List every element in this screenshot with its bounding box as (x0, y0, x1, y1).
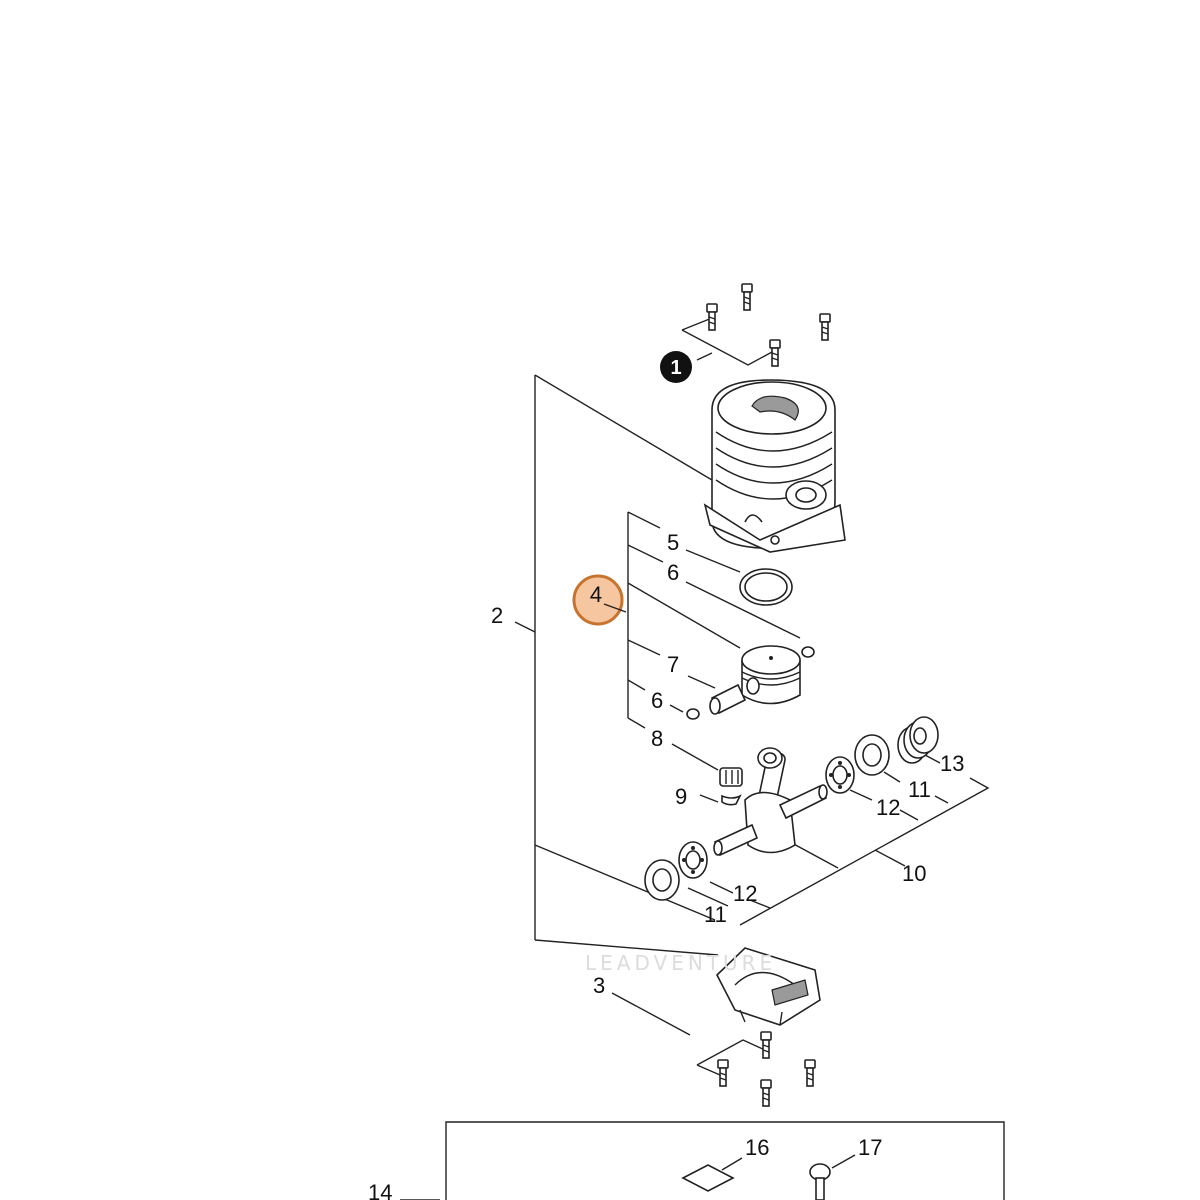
circlip-top (801, 646, 815, 658)
callout-7: 7 (667, 652, 679, 677)
bracket-10 (687, 754, 990, 926)
seal-upper-11 (854, 734, 890, 776)
woodruff-key (721, 794, 742, 806)
callout-6-bottom: 6 (651, 688, 663, 713)
bracket-2 (514, 374, 719, 956)
callout-13: 13 (940, 751, 964, 776)
bearing-lower-12 (678, 841, 708, 879)
callout-3: 3 (593, 973, 605, 998)
watermark-text: LEADVENTURE (585, 951, 776, 975)
highlight-label: 4 (590, 582, 602, 607)
cylinder-screws (681, 283, 831, 367)
callout-8: 8 (651, 726, 663, 751)
bearing-upper-12 (825, 756, 855, 794)
callout-12-left: 12 (733, 881, 757, 906)
crankshaft (713, 747, 828, 857)
gasket-kit-box (400, 1121, 1005, 1200)
highlight-callout-4[interactable]: 4 (572, 574, 627, 626)
piston-pin (709, 683, 747, 715)
circlip-bottom (686, 708, 700, 720)
piston-ring (739, 568, 793, 606)
cylinder (703, 379, 846, 553)
bracket-4 (627, 511, 801, 803)
callout-2: 2 (491, 603, 503, 628)
callout-12-right: 12 (876, 795, 900, 820)
callout-14: 14 (368, 1180, 392, 1200)
badge-callout-1[interactable]: 1 (660, 351, 692, 383)
callout-11-right: 11 (908, 777, 931, 802)
needle-bearing (719, 767, 743, 787)
callout-16: 16 (745, 1135, 769, 1160)
callout-10: 10 (902, 861, 926, 886)
callout-9: 9 (675, 784, 687, 809)
callout-17: 17 (858, 1135, 882, 1160)
seal-lower-11 (644, 859, 680, 901)
callout-5: 5 (667, 530, 679, 555)
crankcase (716, 947, 821, 1026)
piston (741, 645, 801, 705)
callout-11-left: 11 (704, 902, 727, 927)
badge-label: 1 (670, 357, 681, 379)
crankcase-screws (611, 992, 816, 1107)
spring-13 (897, 716, 939, 764)
callout-6-top: 6 (667, 560, 679, 585)
